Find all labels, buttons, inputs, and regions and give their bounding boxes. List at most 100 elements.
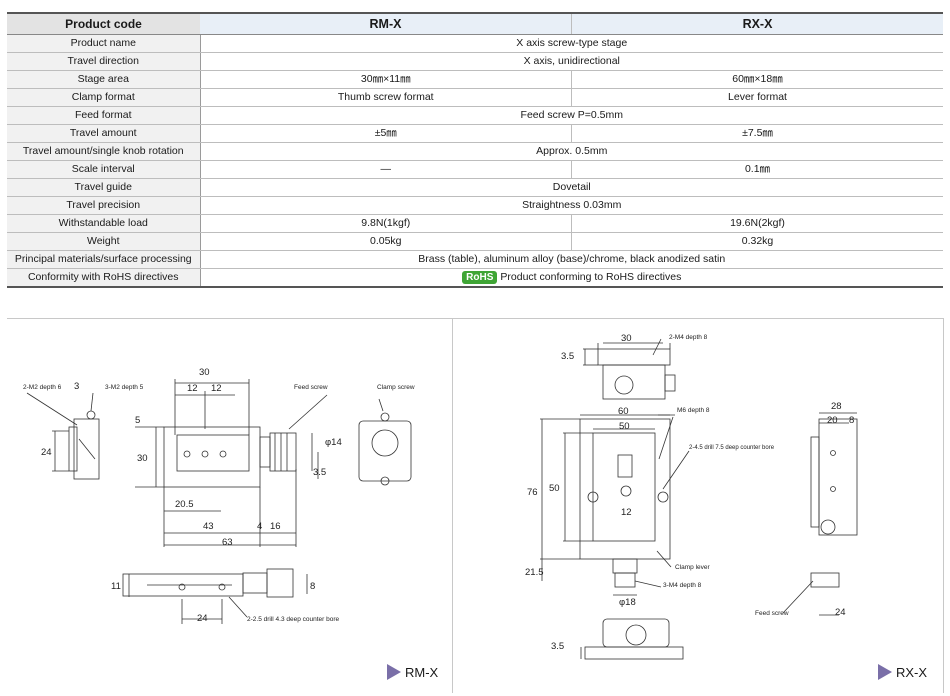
rm-side-screw [86, 410, 96, 420]
tag-arrow-icon [878, 664, 892, 680]
rx-x-tag-label: RX-X [896, 664, 928, 680]
row-label: Weight [7, 232, 201, 251]
rx-dim-phi18: φ18 [619, 597, 636, 608]
rx-x-drawing: 30 2-M4 depth 8 3.5 60 M6 depth 8 50 2-4… [525, 333, 858, 660]
row-value-rm-x: — [200, 160, 572, 179]
rx-label-feed: Feed screw [755, 610, 789, 617]
row-label: Conformity with RoHS directives [7, 268, 201, 288]
rm-top-stage [163, 426, 261, 488]
rx-top-plate [597, 348, 671, 366]
row-label: Stage area [7, 70, 201, 89]
row-value-rm-x: ±5㎜ [200, 124, 572, 143]
row-value-shared: Brass (table), aluminum alloy (base)/chr… [200, 250, 943, 269]
rx-dim-76: 76 [527, 487, 538, 498]
rm-label-clamp: Clamp screw [377, 384, 415, 391]
row-label: Withstandable load [7, 214, 201, 233]
rm-dim-43: 43 [203, 521, 214, 532]
row-value-text: Brass (table), aluminum alloy (base)/chr… [418, 253, 726, 265]
row-label: Product name [7, 34, 201, 53]
rx-knob [614, 572, 636, 588]
row-value-text: Feed screw P=0.5mm [520, 109, 623, 121]
table-header-row: Product code RM-X RX-X [7, 12, 943, 35]
row-label: Clamp format [7, 88, 201, 107]
rx-dim-12: 12 [621, 507, 632, 518]
rm-dim-24: 24 [41, 447, 52, 458]
rx-dim-24: 24 [835, 607, 846, 618]
rx-dim-20: 20 [827, 415, 838, 426]
row-value-text: Straightness 0.03mm [522, 199, 622, 211]
rm-x-drawing-panel: 2-M2 depth 6 3 3-M2 depth 5 Feed screw C… [7, 318, 453, 693]
rm-end-knob [371, 429, 399, 457]
row-value-text: X axis, unidirectional [523, 55, 620, 67]
row-label: Principal materials/surface processing [7, 250, 201, 269]
rm-dim-12a: 12 [187, 383, 198, 394]
row-value-text: Product conforming to RoHS directives [500, 271, 682, 283]
rm-dim-8: 8 [310, 581, 315, 592]
row-value-rx-x: 60㎜×18㎜ [571, 70, 943, 89]
rx-dim-8: 8 [849, 415, 854, 426]
rm-dim-5: 5 [135, 415, 140, 426]
row-value-rx-x: ±7.5㎜ [571, 124, 943, 143]
header-product-code: Product code [7, 12, 200, 35]
rx-dim-3-5a: 3.5 [561, 351, 574, 362]
rx-dim-50: 50 [619, 421, 630, 432]
row-value-shared: X axis, unidirectional [200, 52, 943, 71]
rm-dim-phi14: φ14 [325, 437, 342, 448]
row-label: Feed format [7, 106, 201, 125]
table-row: Principal materials/surface processing Br… [7, 250, 943, 269]
row-value-rm-x: 30㎜×11㎜ [200, 70, 572, 89]
row-value-shared: Approx. 0.5mm [200, 142, 943, 161]
rm-label-m2: 2-M2 depth 6 [23, 384, 62, 391]
rx-label-m4b: 3-M4 depth 8 [663, 582, 702, 589]
rx-side-body [818, 418, 858, 536]
header-rx-x: RX-X [571, 12, 943, 35]
row-value-text: Dovetail [552, 181, 591, 193]
table-row: Feed format Feed screw P=0.5mm [7, 106, 943, 125]
rx-dim-60: 60 [618, 406, 629, 417]
rx-dim-3-5b: 3.5 [551, 641, 564, 652]
table-row: Travel precision Straightness 0.03mm [7, 196, 943, 215]
rx-label-drill: 2-4.5 drill 7.5 deep counter bore [689, 445, 775, 451]
row-value-rx-x: 0.1㎜ [571, 160, 943, 179]
rm-dim-3: 3 [74, 381, 79, 392]
rx-dim-21-5: 21.5 [525, 567, 544, 578]
header-rm-x: RM-X [200, 12, 572, 35]
table-row: Travel guide Dovetail [7, 178, 943, 197]
rx-x-tag: RX-X [878, 664, 927, 680]
row-value-shared: X axis screw-type stage [200, 34, 943, 53]
rx-top-stage [579, 418, 671, 560]
rm-knob [269, 432, 297, 472]
rm-dim-30v: 30 [137, 453, 148, 464]
row-value-rx-x: Lever format [571, 88, 943, 107]
row-value-text: Approx. 0.5mm [536, 145, 608, 157]
table-row: Travel amount±5㎜±7.5㎜ [7, 124, 943, 143]
rm-x-tag: RM-X [387, 664, 438, 680]
rm-side-body [73, 418, 100, 480]
rx-label-m4: 2-M4 depth 8 [669, 334, 708, 341]
row-value-rx-x: 19.6N(2kgf) [571, 214, 943, 233]
table-row: Scale interval—0.1㎜ [7, 160, 943, 179]
rx-label-lever: Clamp lever [675, 564, 711, 571]
rm-label-m3: 3-M2 depth 5 [105, 384, 144, 391]
rm-dim-16: 16 [270, 521, 281, 532]
rx-top-knob [614, 375, 634, 395]
rm-dim-63: 63 [222, 537, 233, 548]
row-label: Travel amount/single knob rotation [7, 142, 201, 161]
tag-arrow-icon [387, 664, 401, 680]
row-value-shared: Dovetail [200, 178, 943, 197]
row-label: Travel guide [7, 178, 201, 197]
rm-dim-20-5: 20.5 [175, 499, 194, 510]
rx-dim-30: 30 [621, 333, 632, 344]
row-label: Scale interval [7, 160, 201, 179]
row-value-rm-x: 0.05kg [200, 232, 572, 251]
rm-label-feed: Feed screw [294, 384, 328, 391]
rx-x-drawing-panel: 30 2-M4 depth 8 3.5 60 M6 depth 8 50 2-4… [453, 318, 944, 693]
row-label: Travel precision [7, 196, 201, 215]
